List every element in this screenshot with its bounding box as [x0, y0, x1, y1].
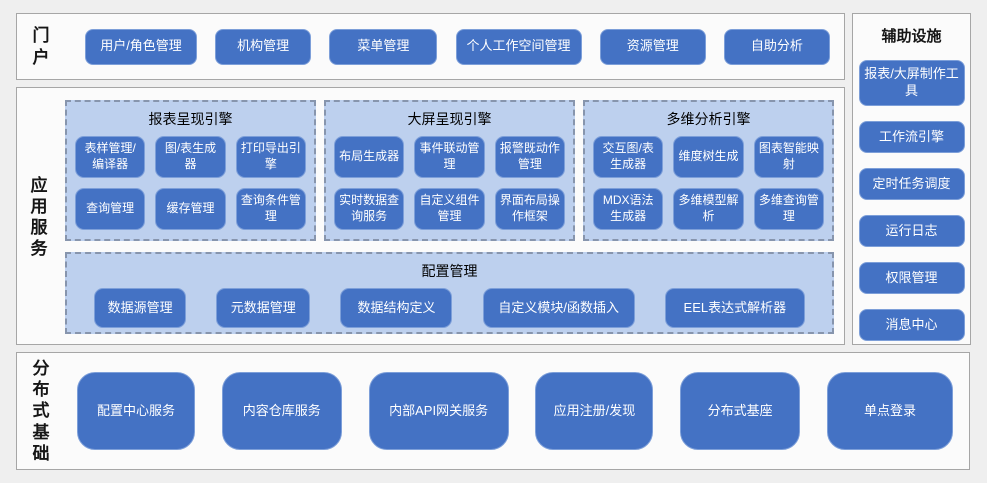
engine-title: 报表呈现引擎 — [148, 111, 233, 127]
engine-button[interactable]: 打印导出引擎 — [235, 136, 306, 178]
foundation-button[interactable]: 内容仓库服务 — [221, 372, 342, 450]
engine-button[interactable]: 图表智能映射 — [753, 136, 824, 178]
engine-button[interactable]: 布局生成器 — [334, 136, 405, 178]
engine-button[interactable]: MDX语法生成器 — [593, 188, 664, 230]
foundation-button[interactable]: 内部API网关服务 — [368, 372, 509, 450]
auxiliary-section: 辅助设施 报表/大屏制作工具 工作流引擎 定时任务调度 运行日志 权限管理 消息… — [852, 13, 971, 345]
engine-button[interactable]: 实时数据查询服务 — [334, 188, 405, 230]
engine-button[interactable]: 界面布局操作框架 — [494, 188, 565, 230]
config-button-row: 数据源管理 元数据管理 数据结构定义 自定义模块/函数插入 EEL表达式解析器 — [79, 288, 820, 328]
portal-button[interactable]: 菜单管理 — [329, 28, 438, 65]
auxiliary-button[interactable]: 定时任务调度 — [858, 168, 965, 200]
config-button[interactable]: 数据结构定义 — [340, 288, 453, 328]
auxiliary-title: 辅助设施 — [881, 28, 942, 45]
foundation-label: 分布式基础 — [32, 358, 50, 463]
engine-button[interactable]: 交互图/表生成器 — [593, 136, 664, 178]
portal-button-row: 用户/角色管理 机构管理 菜单管理 个人工作空间管理 资源管理 自助分析 — [51, 28, 830, 65]
engine-button[interactable]: 查询条件管理 — [235, 188, 306, 230]
engine-title: 大屏呈现引擎 — [407, 111, 492, 127]
foundation-button[interactable]: 配置中心服务 — [77, 372, 195, 450]
config-button[interactable]: EEL表达式解析器 — [664, 288, 805, 328]
foundation-button[interactable]: 单点登录 — [826, 372, 953, 450]
engine-button[interactable]: 缓存管理 — [155, 188, 226, 230]
app-services-label: 应用服务 — [30, 175, 48, 259]
portal-button[interactable]: 用户/角色管理 — [85, 28, 197, 65]
foundation-button[interactable]: 应用注册/发现 — [535, 372, 654, 450]
engine-button[interactable]: 报警既动作管理 — [494, 136, 565, 178]
engine-grid: 交互图/表生成器 维度树生成 图表智能映射 MDX语法生成器 多维模型解析 多维… — [593, 136, 824, 230]
engine-button[interactable]: 图/表生成器 — [155, 136, 226, 178]
engine-button[interactable]: 多维模型解析 — [673, 188, 744, 230]
portal-button[interactable]: 个人工作空间管理 — [455, 28, 582, 65]
foundation-button-row: 配置中心服务 内容仓库服务 内部API网关服务 应用注册/发现 分布式基座 单点… — [51, 372, 953, 450]
engine-button[interactable]: 表样管理/编译器 — [75, 136, 146, 178]
app-services-content: 报表呈现引擎 表样管理/编译器 图/表生成器 打印导出引擎 查询管理 缓存管理 … — [65, 100, 834, 334]
engine-title: 多维分析引擎 — [666, 111, 751, 127]
engines-row: 报表呈现引擎 表样管理/编译器 图/表生成器 打印导出引擎 查询管理 缓存管理 … — [65, 100, 834, 241]
portal-section: 门户 用户/角色管理 机构管理 菜单管理 个人工作空间管理 资源管理 自助分析 — [16, 13, 845, 80]
engine-button[interactable]: 多维查询管理 — [753, 188, 824, 230]
auxiliary-button[interactable]: 运行日志 — [858, 215, 965, 247]
auxiliary-button[interactable]: 报表/大屏制作工具 — [858, 60, 965, 106]
config-management-panel: 配置管理 数据源管理 元数据管理 数据结构定义 自定义模块/函数插入 EEL表达… — [65, 252, 834, 334]
engine-grid: 布局生成器 事件联动管理 报警既动作管理 实时数据查询服务 自定义组件管理 界面… — [334, 136, 565, 230]
report-engine-panel: 报表呈现引擎 表样管理/编译器 图/表生成器 打印导出引擎 查询管理 缓存管理 … — [65, 100, 316, 241]
auxiliary-button[interactable]: 权限管理 — [858, 262, 965, 294]
config-button[interactable]: 数据源管理 — [94, 288, 187, 328]
auxiliary-button[interactable]: 消息中心 — [858, 309, 965, 341]
portal-label: 门户 — [32, 26, 50, 67]
bigscreen-engine-panel: 大屏呈现引擎 布局生成器 事件联动管理 报警既动作管理 实时数据查询服务 自定义… — [324, 100, 575, 241]
config-button[interactable]: 自定义模块/函数插入 — [482, 288, 635, 328]
foundation-section: 分布式基础 配置中心服务 内容仓库服务 内部API网关服务 应用注册/发现 分布… — [16, 352, 970, 470]
config-title: 配置管理 — [421, 263, 478, 279]
app-services-section: 应用服务 报表呈现引擎 表样管理/编译器 图/表生成器 打印导出引擎 查询管理 … — [16, 87, 845, 345]
portal-button[interactable]: 自助分析 — [723, 28, 830, 65]
olap-engine-panel: 多维分析引擎 交互图/表生成器 维度树生成 图表智能映射 MDX语法生成器 多维… — [583, 100, 834, 241]
portal-button[interactable]: 机构管理 — [215, 28, 312, 65]
portal-button[interactable]: 资源管理 — [599, 28, 706, 65]
engine-button[interactable]: 维度树生成 — [673, 136, 744, 178]
auxiliary-button[interactable]: 工作流引擎 — [858, 121, 965, 153]
engine-button[interactable]: 事件联动管理 — [414, 136, 485, 178]
engine-grid: 表样管理/编译器 图/表生成器 打印导出引擎 查询管理 缓存管理 查询条件管理 — [75, 136, 306, 230]
foundation-button[interactable]: 分布式基座 — [680, 372, 801, 450]
engine-button[interactable]: 查询管理 — [75, 188, 146, 230]
engine-button[interactable]: 自定义组件管理 — [414, 188, 485, 230]
config-button[interactable]: 元数据管理 — [216, 288, 311, 328]
